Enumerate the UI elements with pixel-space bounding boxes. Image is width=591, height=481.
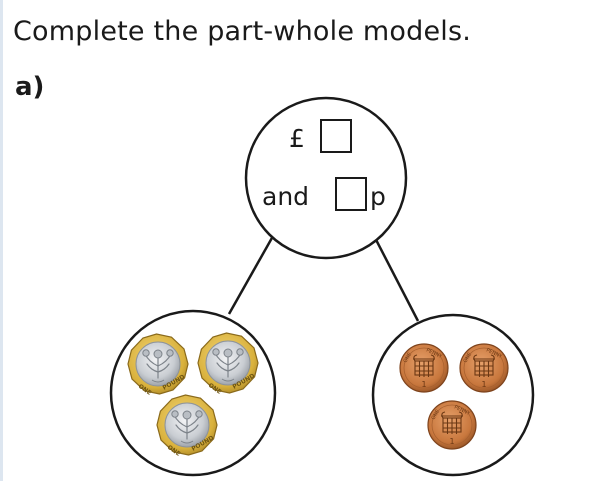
right-branch-line xyxy=(369,229,420,322)
pence-answer-box[interactable] xyxy=(335,177,367,211)
left-branch-line xyxy=(227,228,279,315)
question-label: a) xyxy=(15,72,45,102)
pence-symbol: p xyxy=(370,182,386,211)
one-penny-coin xyxy=(427,400,477,450)
one-penny-coin xyxy=(399,343,449,393)
right-part-circle xyxy=(371,313,535,477)
whole-circle xyxy=(244,96,408,260)
instruction-text: Complete the part-whole models. xyxy=(13,16,472,47)
left-margin-rule xyxy=(0,0,3,481)
pound-symbol: £ xyxy=(289,124,305,153)
pounds-answer-box[interactable] xyxy=(320,119,352,153)
one-penny-coin xyxy=(459,343,509,393)
and-label: and xyxy=(262,182,310,211)
